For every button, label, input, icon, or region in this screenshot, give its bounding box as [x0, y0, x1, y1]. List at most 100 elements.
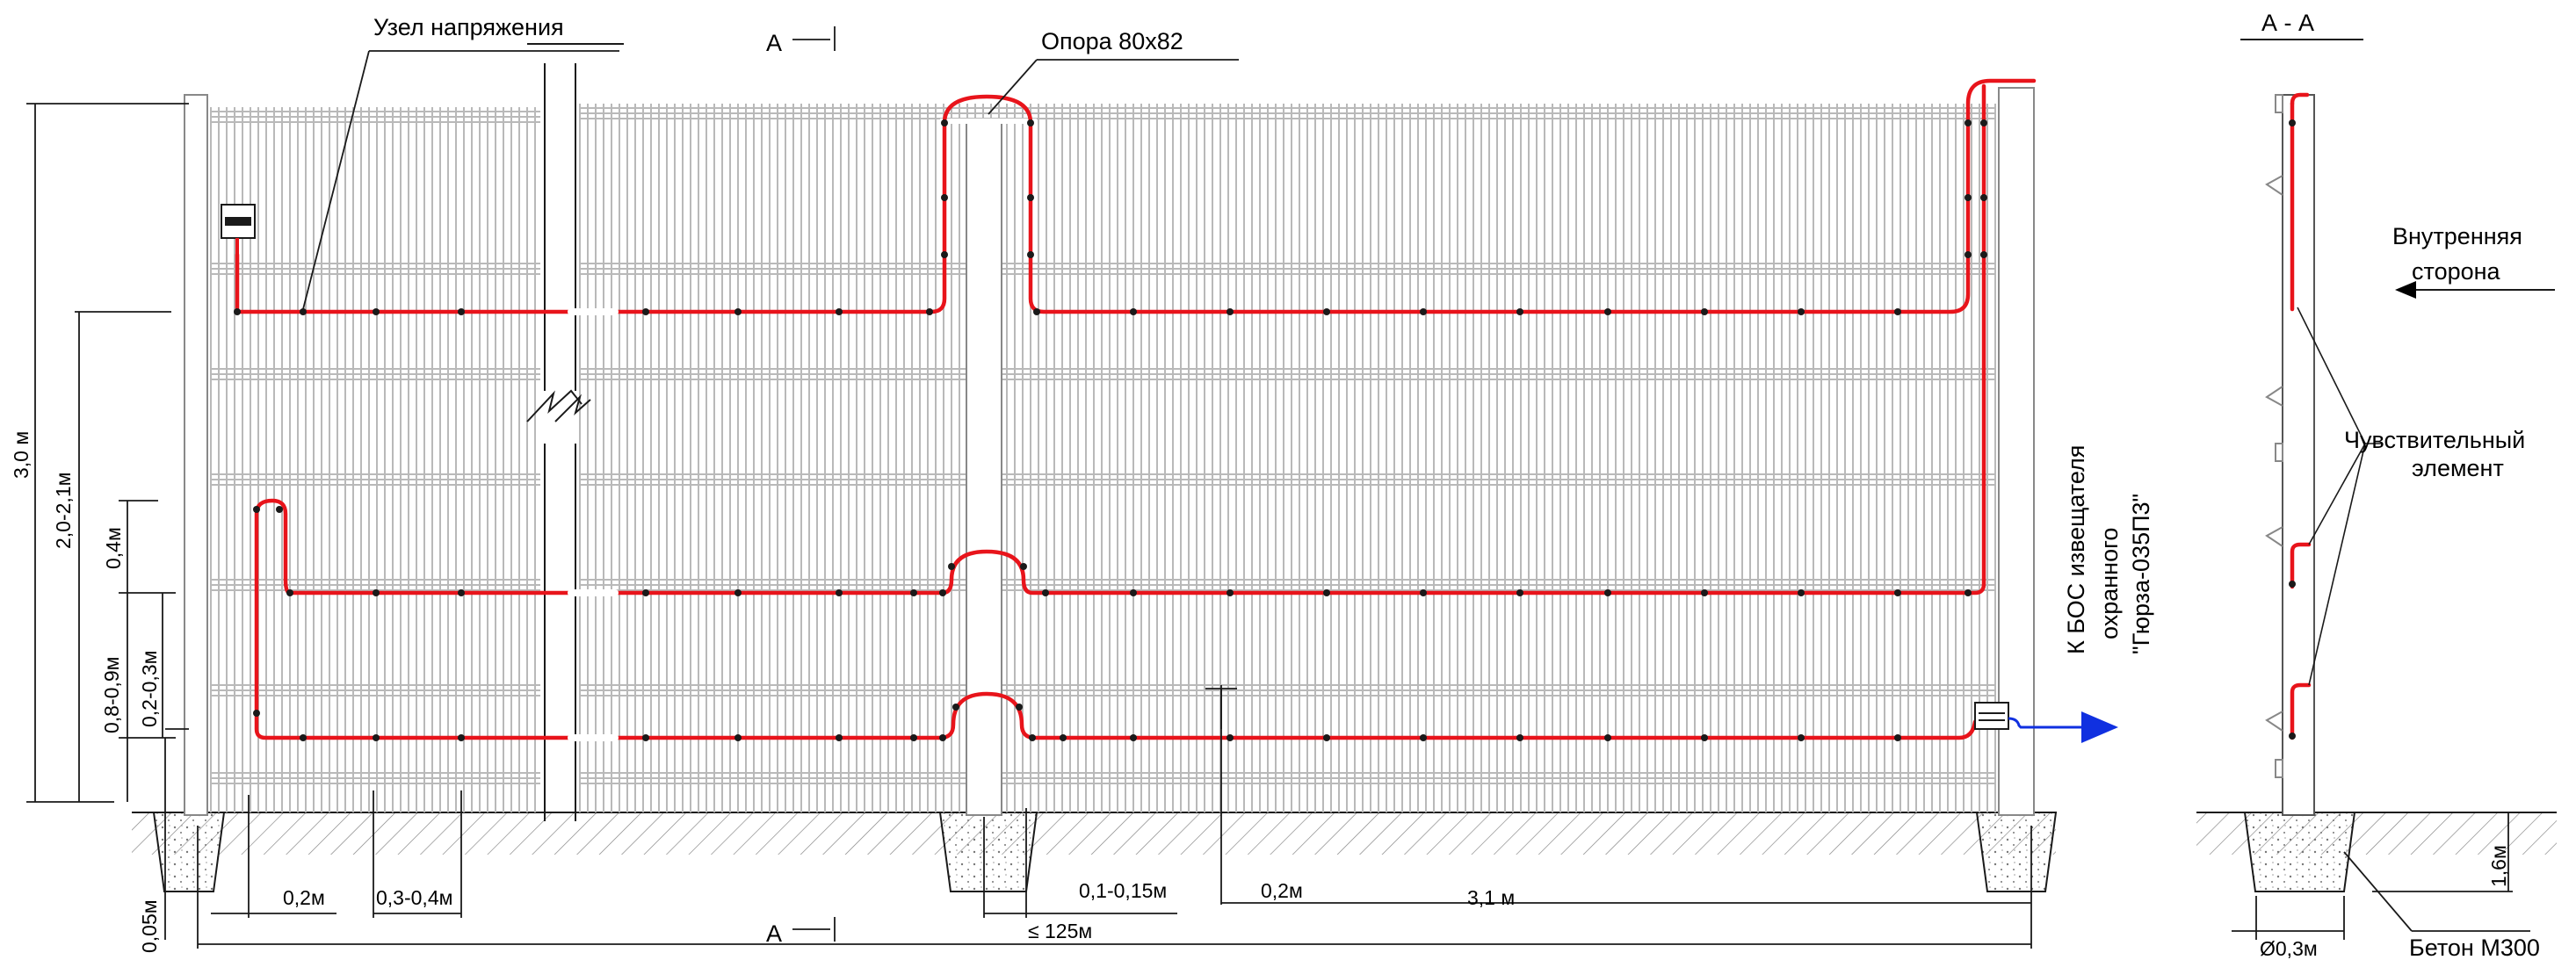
- clip-dot: [1965, 119, 1972, 126]
- clip-dot: [941, 194, 948, 201]
- clip-dot: [939, 589, 946, 596]
- clip-dot: [1965, 194, 1972, 201]
- clip-dot: [1701, 734, 1708, 741]
- sensor-cable: [235, 78, 2037, 741]
- clip-dot: [1798, 308, 1805, 315]
- clip-dot: [1226, 589, 1234, 596]
- clip-dot: [1033, 308, 1040, 315]
- clip-dot: [926, 308, 933, 315]
- clip-dot: [1027, 251, 1034, 258]
- inner-side-line1: Внутренняя: [2392, 223, 2522, 249]
- clip-dot: [1798, 589, 1805, 596]
- clip-dot: [952, 704, 959, 711]
- clip-dot: [286, 589, 293, 596]
- clip-dot: [1965, 251, 1972, 258]
- clip-dot: [1420, 734, 1427, 741]
- clip-dot: [642, 734, 649, 741]
- dim-31: 3,1 м: [1467, 886, 1515, 909]
- clip-dot: [1042, 589, 1049, 596]
- mesh-left: [210, 107, 540, 812]
- dim-ground-gap: 0,05м: [138, 899, 161, 953]
- dim-125: ≤ 125м: [1028, 920, 1092, 942]
- clip-dot: [948, 563, 955, 570]
- clip-dot: [276, 506, 283, 513]
- clip-dot: [458, 734, 465, 741]
- support-label: Опора 80х82: [1041, 28, 1183, 54]
- foundations: [152, 812, 2356, 892]
- sensitive-line1: Чувствительный: [2344, 427, 2525, 453]
- section-mark-bottom: А: [766, 920, 782, 947]
- clip-dot: [941, 251, 948, 258]
- clip-dot: [1516, 308, 1523, 315]
- clip-dot: [1701, 589, 1708, 596]
- clip-dot: [1323, 734, 1330, 741]
- clip-dot: [1965, 589, 1972, 596]
- dim-02-left: 0,2м: [283, 886, 325, 909]
- clip-dot: [836, 734, 843, 741]
- clip-dot: [1516, 589, 1523, 596]
- clip-dot: [1323, 589, 1330, 596]
- section-mark-top: А: [766, 30, 782, 56]
- bos-line3: "Гюрза-035П3": [2128, 494, 2154, 654]
- dimension-lines: [26, 26, 2032, 949]
- clip-dot: [1130, 589, 1137, 596]
- dim-03-04: 0,3-0,4м: [376, 886, 452, 909]
- clip-dot: [1604, 308, 1611, 315]
- clip-dot: [1420, 308, 1427, 315]
- clip-dot: [836, 308, 843, 315]
- clip-dot: [300, 734, 307, 741]
- clip-dot: [1604, 589, 1611, 596]
- dim-diameter: Ø0,3м: [2260, 937, 2318, 960]
- mesh-right: [579, 104, 1996, 812]
- dim-height-mid: 0,8-0,9м: [100, 657, 123, 733]
- clip-dot: [1226, 734, 1234, 741]
- clip-dot: [1060, 734, 1067, 741]
- clip-dot: [1130, 734, 1137, 741]
- clip-dot: [734, 734, 742, 741]
- clip-dot: [1020, 563, 1027, 570]
- voltage-node-label: Узел напряжения: [373, 14, 564, 40]
- clip-dot: [941, 119, 948, 126]
- bos-line2: охранного: [2096, 528, 2123, 639]
- clip-dot: [253, 506, 260, 513]
- clip-dot: [642, 589, 649, 596]
- clip-dot: [234, 308, 241, 315]
- posts: [184, 87, 2315, 816]
- clip-dot: [1027, 194, 1034, 201]
- clip-dot: [1029, 734, 1036, 741]
- clip-dot: [300, 308, 307, 315]
- concrete-label: Бетон М300: [2409, 935, 2540, 960]
- clip-dot: [373, 308, 380, 315]
- clip-dot: [1980, 194, 1987, 201]
- clip-dot: [734, 589, 742, 596]
- clip-dot: [910, 734, 917, 741]
- dim-gap-low: 0,2-0,3м: [138, 651, 161, 727]
- clip-dot: [1516, 734, 1523, 741]
- clip-dot: [836, 589, 843, 596]
- clip-dot: [734, 308, 742, 315]
- clip-dot: [939, 734, 946, 741]
- ground: [132, 812, 2557, 855]
- inner-side-line2: сторона: [2412, 258, 2501, 285]
- clip-dot: [373, 734, 380, 741]
- clip-dot: [1130, 308, 1137, 315]
- section-view: [2232, 39, 2555, 940]
- clip-dot: [458, 589, 465, 596]
- clip-dot: [1323, 308, 1330, 315]
- terminal-box: [1974, 702, 2009, 730]
- sensitive-line2: элемент: [2412, 455, 2504, 481]
- bos-line1: К БОС извещателя: [2063, 445, 2089, 654]
- clip-dot: [1016, 704, 1023, 711]
- dim-height-top: 2,0-2,1м: [52, 473, 75, 549]
- clip-dot: [373, 589, 380, 596]
- voltage-node-box: [221, 204, 256, 256]
- labels: Узел напряжения Опора 80х82 А А А - А Вн…: [10, 10, 2540, 960]
- clip-dots: [234, 119, 1987, 741]
- clip-dot: [1894, 589, 1901, 596]
- dim-height-total: 3,0 м: [10, 431, 33, 479]
- clip-dot: [1226, 308, 1234, 315]
- break-symbol: [526, 43, 624, 821]
- clip-dot: [642, 308, 649, 315]
- clip-dot: [458, 308, 465, 315]
